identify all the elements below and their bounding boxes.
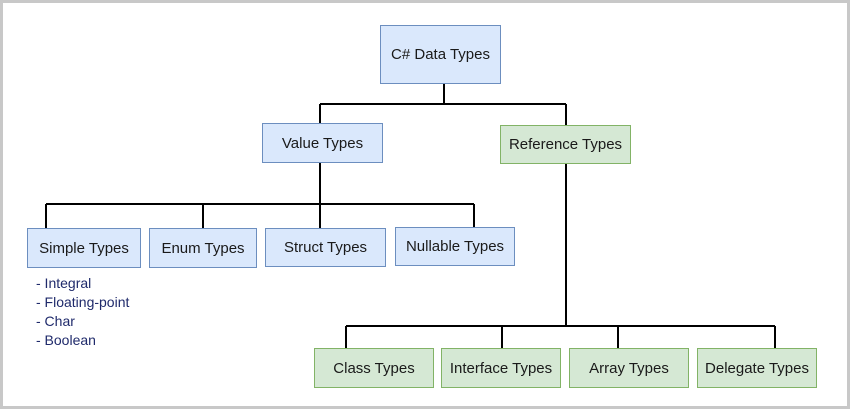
list-item: - Char	[36, 313, 75, 329]
class-types-node: Class Types	[314, 348, 434, 388]
simple-types-list: - Integral - Floating-point - Char - Boo…	[36, 274, 129, 350]
nullable-types-node: Nullable Types	[395, 227, 515, 266]
reference-types-node: Reference Types	[500, 125, 631, 164]
array-types-node: Array Types	[569, 348, 689, 388]
enum-types-node: Enum Types	[149, 228, 257, 268]
root-node: C# Data Types	[380, 25, 501, 84]
value-types-node: Value Types	[262, 123, 383, 163]
list-item: - Integral	[36, 275, 92, 291]
interface-types-node: Interface Types	[441, 348, 561, 388]
simple-types-node: Simple Types	[27, 228, 141, 268]
list-item: - Boolean	[36, 332, 96, 348]
struct-types-node: Struct Types	[265, 228, 386, 267]
delegate-types-node: Delegate Types	[697, 348, 817, 388]
list-item: - Floating-point	[36, 294, 130, 310]
